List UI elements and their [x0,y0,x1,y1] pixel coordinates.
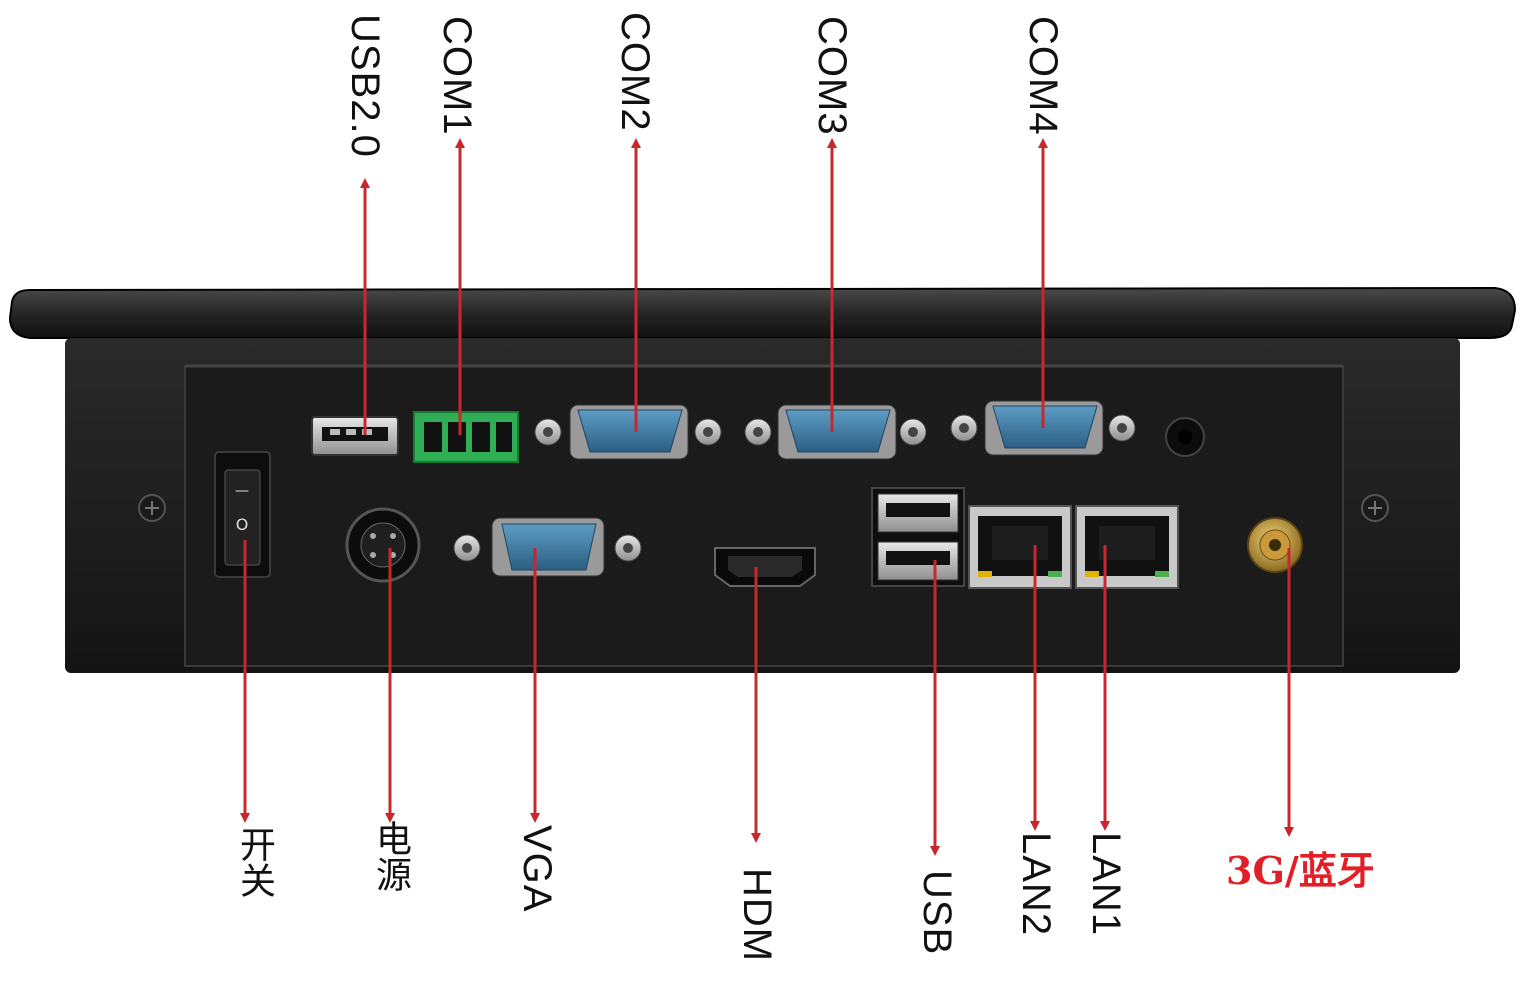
label-usb: USB [915,870,959,956]
label-com1: COM1 [435,16,479,136]
label-lan1: LAN1 [1084,832,1128,937]
com3-port[interactable] [744,404,927,460]
screw-left [138,494,166,522]
power-switch[interactable]: — O [214,451,271,578]
com1-terminal[interactable] [413,411,519,463]
hdmi-port[interactable] [714,547,816,587]
label-vga: VGA [515,825,559,913]
label-com4: COM4 [1021,16,1065,136]
label-hdmi: HDM [735,868,779,963]
com2-port[interactable] [534,404,722,460]
label-switch-text: 开关 [234,826,275,898]
label-com3: COM3 [810,16,854,136]
usb20-port[interactable] [311,416,399,456]
lan2-port[interactable] [968,505,1072,589]
antenna-connector[interactable] [1247,517,1303,573]
dual-usb-port[interactable] [871,487,965,587]
label-usb20: USB2.0 [343,14,387,158]
callout-arrows [240,138,1294,856]
lan1-port[interactable] [1075,505,1179,589]
screw-right [1361,494,1389,522]
label-com2: COM2 [613,12,657,132]
label-wireless: 3G/蓝牙 [1226,848,1375,893]
label-lan2: LAN2 [1014,832,1058,937]
label-switch: 开关 [234,826,276,898]
vga-port[interactable] [453,517,642,577]
audio-jack[interactable] [1165,417,1205,457]
power-connector[interactable] [345,507,421,583]
label-power: 电源 [370,820,412,892]
label-power-text: 电源 [370,820,411,892]
switch-mark-off: O [236,515,249,534]
switch-mark-on: — [235,483,249,499]
